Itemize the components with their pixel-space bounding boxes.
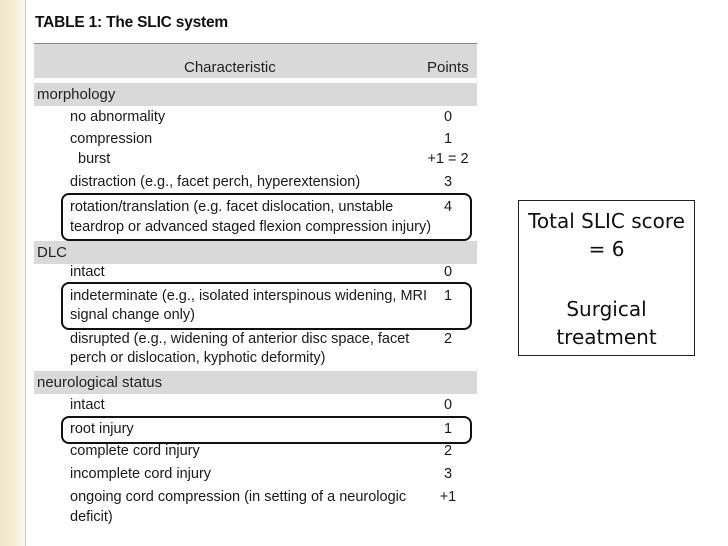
points-compression: 1 bbox=[443, 131, 453, 147]
treatment-line2: treatment bbox=[556, 325, 657, 349]
points-dlc-intact: 0 bbox=[443, 264, 453, 280]
row-no-abnormality: no abnormality bbox=[70, 109, 166, 125]
table-title: TABLE 1: The SLIC system bbox=[35, 14, 228, 32]
row-complete-cord: complete cord injury bbox=[70, 443, 200, 459]
section-label: DLC bbox=[37, 244, 68, 261]
row-ongoing-compression-line2: deficit) bbox=[70, 509, 113, 525]
section-morphology: morphology bbox=[34, 83, 477, 106]
section-label: morphology bbox=[37, 86, 116, 103]
points-incomplete-cord: 3 bbox=[443, 466, 453, 482]
table-header: Characteristic Points bbox=[34, 44, 477, 78]
section-neurological-status: neurological status bbox=[34, 371, 477, 394]
row-indeterminate-line1: indeterminate (e.g., isolated interspino… bbox=[70, 288, 428, 304]
row-rotation-line1: rotation/translation (e.g. facet disloca… bbox=[70, 199, 394, 215]
highlight-box-root-injury bbox=[61, 416, 472, 444]
section-dlc: DLC bbox=[34, 241, 477, 264]
row-disrupted-line2: perch or dislocation, kyphotic deformity… bbox=[70, 350, 326, 366]
points-complete-cord: 2 bbox=[443, 443, 453, 459]
highlight-box-indeterminate bbox=[61, 282, 472, 330]
slic-table: TABLE 1: The SLIC system Characteristic … bbox=[26, 0, 480, 546]
row-compression: compression bbox=[70, 131, 153, 147]
table-number: TABLE 1: bbox=[35, 14, 102, 31]
row-dlc-intact: intact bbox=[70, 264, 105, 280]
row-distraction: distraction (e.g., facet perch, hyperext… bbox=[70, 174, 361, 190]
points-distraction: 3 bbox=[443, 174, 453, 190]
row-neuro-intact: intact bbox=[70, 397, 105, 413]
row-ongoing-compression-line1: ongoing cord compression (in setting of … bbox=[70, 489, 407, 505]
slide-left-decoration bbox=[0, 0, 26, 546]
points-disrupted: 2 bbox=[443, 331, 453, 347]
points-no-abnormality: 0 bbox=[443, 109, 453, 125]
points-rotation: 4 bbox=[443, 199, 453, 215]
row-burst: burst bbox=[78, 151, 111, 167]
points-ongoing-compression: +1 bbox=[439, 489, 457, 505]
header-characteristic: Characteristic bbox=[184, 59, 276, 76]
highlight-box-rotation bbox=[61, 193, 472, 241]
row-disrupted-line1: disrupted (e.g., widening of anterior di… bbox=[70, 331, 410, 347]
treatment-line1: Surgical bbox=[566, 297, 647, 321]
table-name: The SLIC system bbox=[106, 14, 229, 31]
score-value: = 6 bbox=[588, 237, 625, 261]
points-neuro-intact: 0 bbox=[443, 397, 453, 413]
points-indeterminate: 1 bbox=[443, 288, 453, 304]
section-label: neurological status bbox=[37, 374, 163, 391]
row-root-injury: root injury bbox=[70, 421, 134, 437]
points-burst: +1 = 2 bbox=[427, 151, 469, 167]
score-title: Total SLIC score bbox=[528, 209, 685, 233]
row-incomplete-cord: incomplete cord injury bbox=[70, 466, 212, 482]
header-points: Points bbox=[427, 59, 469, 76]
row-indeterminate-line2: signal change only) bbox=[70, 307, 195, 323]
table-top-rule bbox=[34, 43, 477, 44]
total-score-box: Total SLIC score = 6 Surgical treatment bbox=[518, 200, 695, 356]
points-root-injury: 1 bbox=[443, 421, 453, 437]
row-rotation-line2: teardrop or advanced staged flexion comp… bbox=[70, 219, 432, 235]
